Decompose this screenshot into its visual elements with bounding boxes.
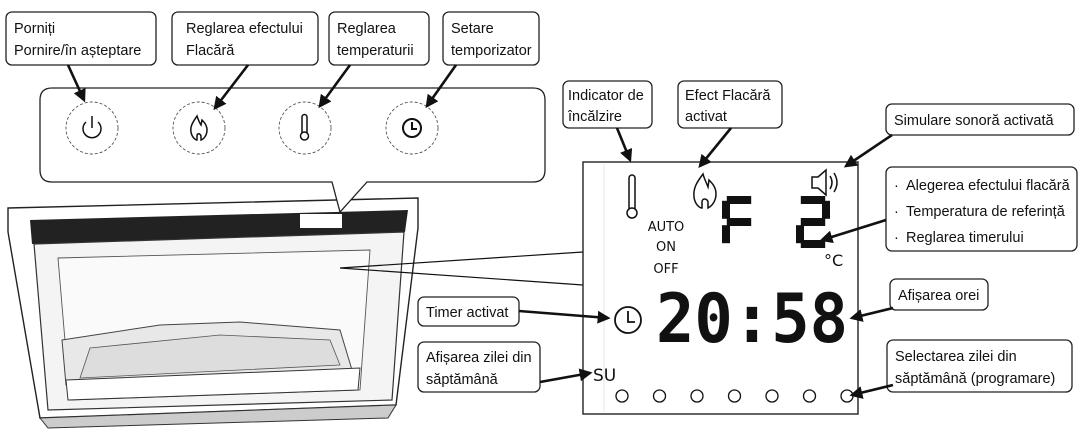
day-dots — [615, 389, 854, 403]
svg-text:Reglarea efectului: Reglarea efectului — [186, 21, 303, 37]
day-of-week: SU — [593, 366, 616, 386]
svg-text:Pornire/în așteptare: Pornire/în așteptare — [14, 43, 141, 59]
power-button[interactable] — [65, 101, 119, 155]
svg-text:Indicator de: Indicator de — [568, 88, 644, 104]
thermometer-icon — [299, 113, 310, 141]
svg-text:încălzire: încălzire — [567, 109, 622, 125]
callout-flame: Reglarea efectului Flacără — [171, 11, 319, 111]
callout-temperature: Reglarea temperaturii — [318, 11, 430, 109]
day-dot — [615, 389, 629, 403]
svg-text:Setare: Setare — [451, 21, 494, 37]
heating-indicator-thermometer-icon — [626, 174, 638, 219]
flame-icon — [190, 114, 208, 142]
temperature-button[interactable] — [278, 101, 332, 155]
callout-sound: Simulare sonoră activată — [843, 103, 1075, 168]
zoom-connector — [339, 251, 584, 286]
callout-day-display: Afișarea zilei din săptămână — [417, 341, 593, 393]
callout-clock: Afișarea orei — [849, 278, 989, 322]
clock-icon — [402, 118, 422, 138]
callout-heating-indicator: Indicator de încălzire — [562, 80, 653, 163]
timer-button[interactable] — [385, 101, 439, 155]
svg-text:temperaturii: temperaturii — [337, 43, 414, 59]
svg-text:Temperatura de referință: Temperatura de referință — [906, 204, 1066, 220]
power-icon — [82, 116, 102, 139]
day-dot — [802, 389, 817, 403]
svg-text:Selectarea zilei din: Selectarea zilei din — [895, 349, 1017, 365]
svg-text:Flacără: Flacără — [186, 43, 235, 59]
segment-a — [800, 196, 826, 204]
flame-button[interactable] — [172, 101, 226, 155]
callout-timer-setting: Setare temporizator — [425, 11, 540, 109]
svg-text:Afișarea zilei din: Afișarea zilei din — [426, 350, 532, 366]
svg-text:·: · — [894, 204, 899, 220]
day-dot — [727, 389, 742, 403]
day-dot — [690, 389, 704, 403]
svg-text:activat: activat — [685, 109, 727, 125]
segment-g — [726, 218, 752, 226]
segment-a — [726, 196, 752, 204]
svg-text:·: · — [894, 230, 899, 246]
svg-text:săptămână: săptămână — [426, 372, 499, 388]
svg-text:Efect Flacără: Efect Flacără — [685, 88, 771, 104]
svg-text:Porniți: Porniți — [14, 21, 55, 37]
flame-active-icon — [693, 172, 717, 210]
segment-e — [796, 225, 804, 244]
callout-settings: · Alegerea efectului flacără · Temperatu… — [819, 166, 1078, 252]
svg-text:Afișarea orei: Afișarea orei — [898, 288, 979, 304]
svg-text:Alegerea efectului flacără: Alegerea efectului flacără — [906, 178, 1071, 194]
mode-auto: AUTO — [648, 220, 685, 235]
day-dot — [765, 389, 779, 403]
segment-f — [722, 200, 730, 219]
unit-celsius: °C — [824, 251, 843, 270]
setting-value-display — [722, 196, 830, 248]
control-panel — [39, 87, 546, 214]
time-display: 20:58 — [656, 280, 848, 359]
digit-F — [722, 196, 752, 244]
svg-text:Simulare sonoră activată: Simulare sonoră activată — [894, 113, 1055, 129]
svg-text:Reglarea: Reglarea — [337, 21, 397, 37]
segment-e — [722, 225, 730, 244]
speaker-icon — [811, 168, 838, 197]
callout-day-select: Selectarea zilei din săptămână (programa… — [849, 339, 1073, 399]
digit-2 — [796, 196, 830, 248]
segment-d — [800, 240, 826, 248]
svg-text:Reglarea timerului: Reglarea timerului — [906, 230, 1024, 246]
segment-g — [800, 218, 826, 226]
mode-off: OFF — [653, 262, 678, 277]
mode-on: ON — [656, 240, 676, 255]
segment-b — [822, 200, 830, 219]
day-dot — [652, 389, 667, 403]
svg-text:săptămână (programare): săptămână (programare) — [895, 371, 1055, 387]
callout-power: Porniți Pornire/în așteptare — [5, 11, 157, 103]
fireplace-illustration — [7, 197, 419, 429]
svg-text:·: · — [894, 178, 899, 194]
svg-text:Timer activat: Timer activat — [426, 305, 508, 321]
timer-active-clock-icon — [614, 306, 642, 334]
callout-timer-active: Timer activat — [417, 296, 611, 327]
callout-flame-active: Efect Flacără activat — [677, 80, 783, 169]
svg-text:temporizator: temporizator — [451, 43, 532, 59]
